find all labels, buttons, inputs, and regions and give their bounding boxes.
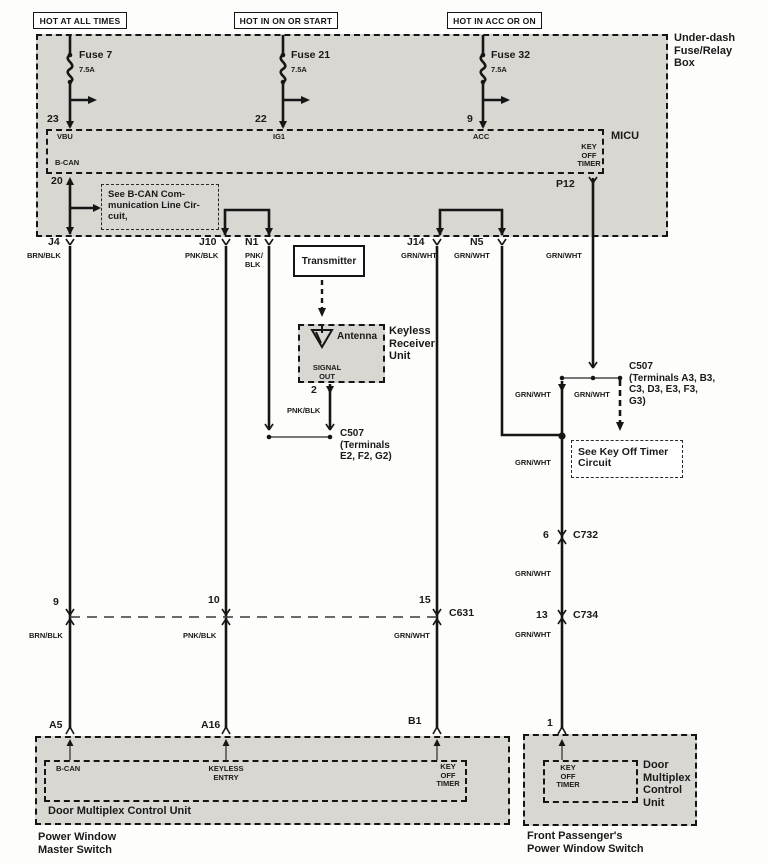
hot-in-acc-or-on-header: HOT IN ACC OR ON <box>447 12 542 29</box>
hot-in-on-or-start-header: HOT IN ON OR START <box>234 12 338 29</box>
wire-color-15: GRN/WHT <box>394 631 430 640</box>
fuse7-label: Fuse 7 <box>79 49 113 61</box>
passenger-switch-inner-box <box>543 760 638 803</box>
transmitter-box: Transmitter <box>293 245 365 277</box>
see-bcan-note: See B-CAN Com- munication Line Cir- cuit… <box>108 189 200 222</box>
master-door-multiplex-label: Door Multiplex Control Unit <box>48 805 191 817</box>
pin-1: 1 <box>547 717 553 729</box>
pin-15: 15 <box>419 594 431 606</box>
micu-label: MICU <box>611 130 640 142</box>
pin-13: 13 <box>536 609 548 621</box>
fuse21-label: Fuse 21 <box>291 49 331 61</box>
wire-color-p12: GRN/WHT <box>546 251 582 260</box>
connector-c732: C732 <box>573 529 599 541</box>
pin-9-c631: 9 <box>53 596 59 608</box>
passenger-key-off-timer-label: KEY OFF TIMER <box>556 763 580 789</box>
connector-j4: J4 <box>48 236 60 248</box>
grnwht-c507: GRN/WHT <box>574 390 610 399</box>
wire-color-9: BRN/BLK <box>29 631 63 640</box>
master-switch-inner-box <box>44 760 467 802</box>
wire-color-n1: PNK/ BLK <box>245 251 263 269</box>
master-switch-box <box>35 736 510 825</box>
pin-6: 6 <box>543 529 549 541</box>
under-dash-fuse-relay-box <box>36 34 668 237</box>
master-bcan-label: B-CAN <box>56 764 81 773</box>
connector-n5: N5 <box>470 236 484 248</box>
c507-efg-label: C507 (Terminals E2, F2, G2) <box>340 428 392 462</box>
fuse-box-title: Under-dash Fuse/Relay Box <box>674 32 736 69</box>
pin-9-fuse: 9 <box>467 113 473 125</box>
passenger-door-multiplex-label: Door Multiplex Control Unit <box>643 759 691 809</box>
keyless-receiver-unit-label: Keyless Receiver Unit <box>389 325 435 362</box>
wire-color-n5: GRN/WHT <box>454 251 490 260</box>
keyless-receiver-unit-box <box>298 324 385 383</box>
pin-20: 20 <box>51 175 63 187</box>
wire-color-j4: BRN/BLK <box>27 251 61 260</box>
wire-color-pin2: PNK/BLK <box>287 406 321 415</box>
pin-a16: A16 <box>201 719 221 731</box>
pin-23: 23 <box>47 113 59 125</box>
pin-10: 10 <box>208 594 220 606</box>
connector-j10: J10 <box>199 236 217 248</box>
wire-color-j10: PNK/BLK <box>185 251 219 260</box>
fuse21-amp: 7.5A <box>291 65 307 74</box>
micu-port-vbu: VBU <box>57 132 73 141</box>
antenna-label: Antenna <box>337 331 377 342</box>
micu-port-bcan: B-CAN <box>55 158 80 167</box>
fuse32-label: Fuse 32 <box>491 49 531 61</box>
micu-port-ig1: IG1 <box>273 132 286 141</box>
connector-c631: C631 <box>449 607 475 619</box>
wire-color-j14: GRN/WHT <box>401 251 437 260</box>
grnwht-n5: GRN/WHT <box>515 390 551 399</box>
master-keyless-entry-label: KEYLESS ENTRY <box>208 764 244 782</box>
passenger-switch-box <box>523 734 697 826</box>
pin-a5: A5 <box>49 719 63 731</box>
master-switch-caption: Power Window Master Switch <box>38 831 117 856</box>
connector-j14: J14 <box>407 236 425 248</box>
see-key-off-timer-box <box>571 440 683 478</box>
master-key-off-timer-label: KEY OFF TIMER <box>436 762 460 788</box>
wire-color-10: PNK/BLK <box>183 631 217 640</box>
micu-key-off-timer: KEY OFF TIMER <box>577 142 601 168</box>
micu-box <box>46 129 604 174</box>
connector-c734: C734 <box>573 609 599 621</box>
pin-p12: P12 <box>556 178 575 190</box>
passenger-switch-caption: Front Passenger's Power Window Switch <box>527 830 644 855</box>
see-key-off-timer-note: See Key Off Timer Circuit <box>578 446 669 469</box>
grnwht-c732: GRN/WHT <box>515 569 551 578</box>
signal-out-label: SIGNAL OUT <box>312 363 342 381</box>
hot-at-all-times-header: HOT AT ALL TIMES <box>33 12 127 29</box>
fuse7-amp: 7.5A <box>79 65 95 74</box>
pin-b1: B1 <box>408 715 422 727</box>
grnwht-mid: GRN/WHT <box>515 458 551 467</box>
fuse32-amp: 7.5A <box>491 65 507 74</box>
c507-a3-label: C507 (Terminals A3, B3, C3, D3, E3, F3, … <box>629 361 716 407</box>
antenna-icon <box>310 325 334 349</box>
connector-n1: N1 <box>245 236 259 248</box>
grnwht-c734: GRN/WHT <box>515 630 551 639</box>
see-bcan-note-box <box>101 184 219 230</box>
pin-2: 2 <box>311 384 317 396</box>
pin-22: 22 <box>255 113 267 125</box>
micu-port-acc: ACC <box>473 132 490 141</box>
